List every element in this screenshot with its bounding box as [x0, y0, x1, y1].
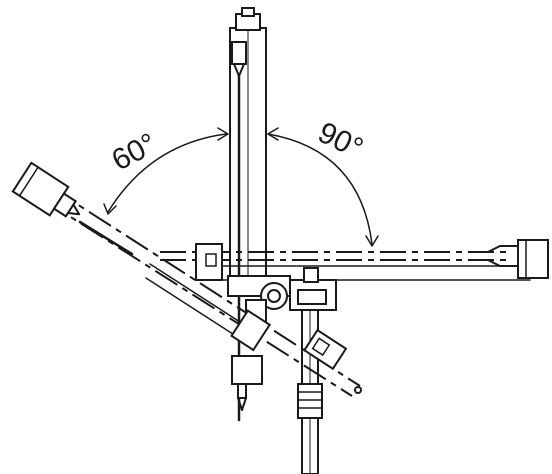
base-pole [297, 299, 323, 474]
horizontal-arm-90 [160, 239, 549, 281]
angle-label-60: 60° [107, 127, 163, 177]
vertical-tube [229, 7, 267, 422]
angle-label-90: 90° [313, 116, 368, 166]
angle-arc-60 [103, 127, 229, 215]
angle-arc-90 [267, 127, 379, 247]
pivot-joint [227, 267, 337, 327]
tilted-arm-60 [11, 161, 362, 397]
